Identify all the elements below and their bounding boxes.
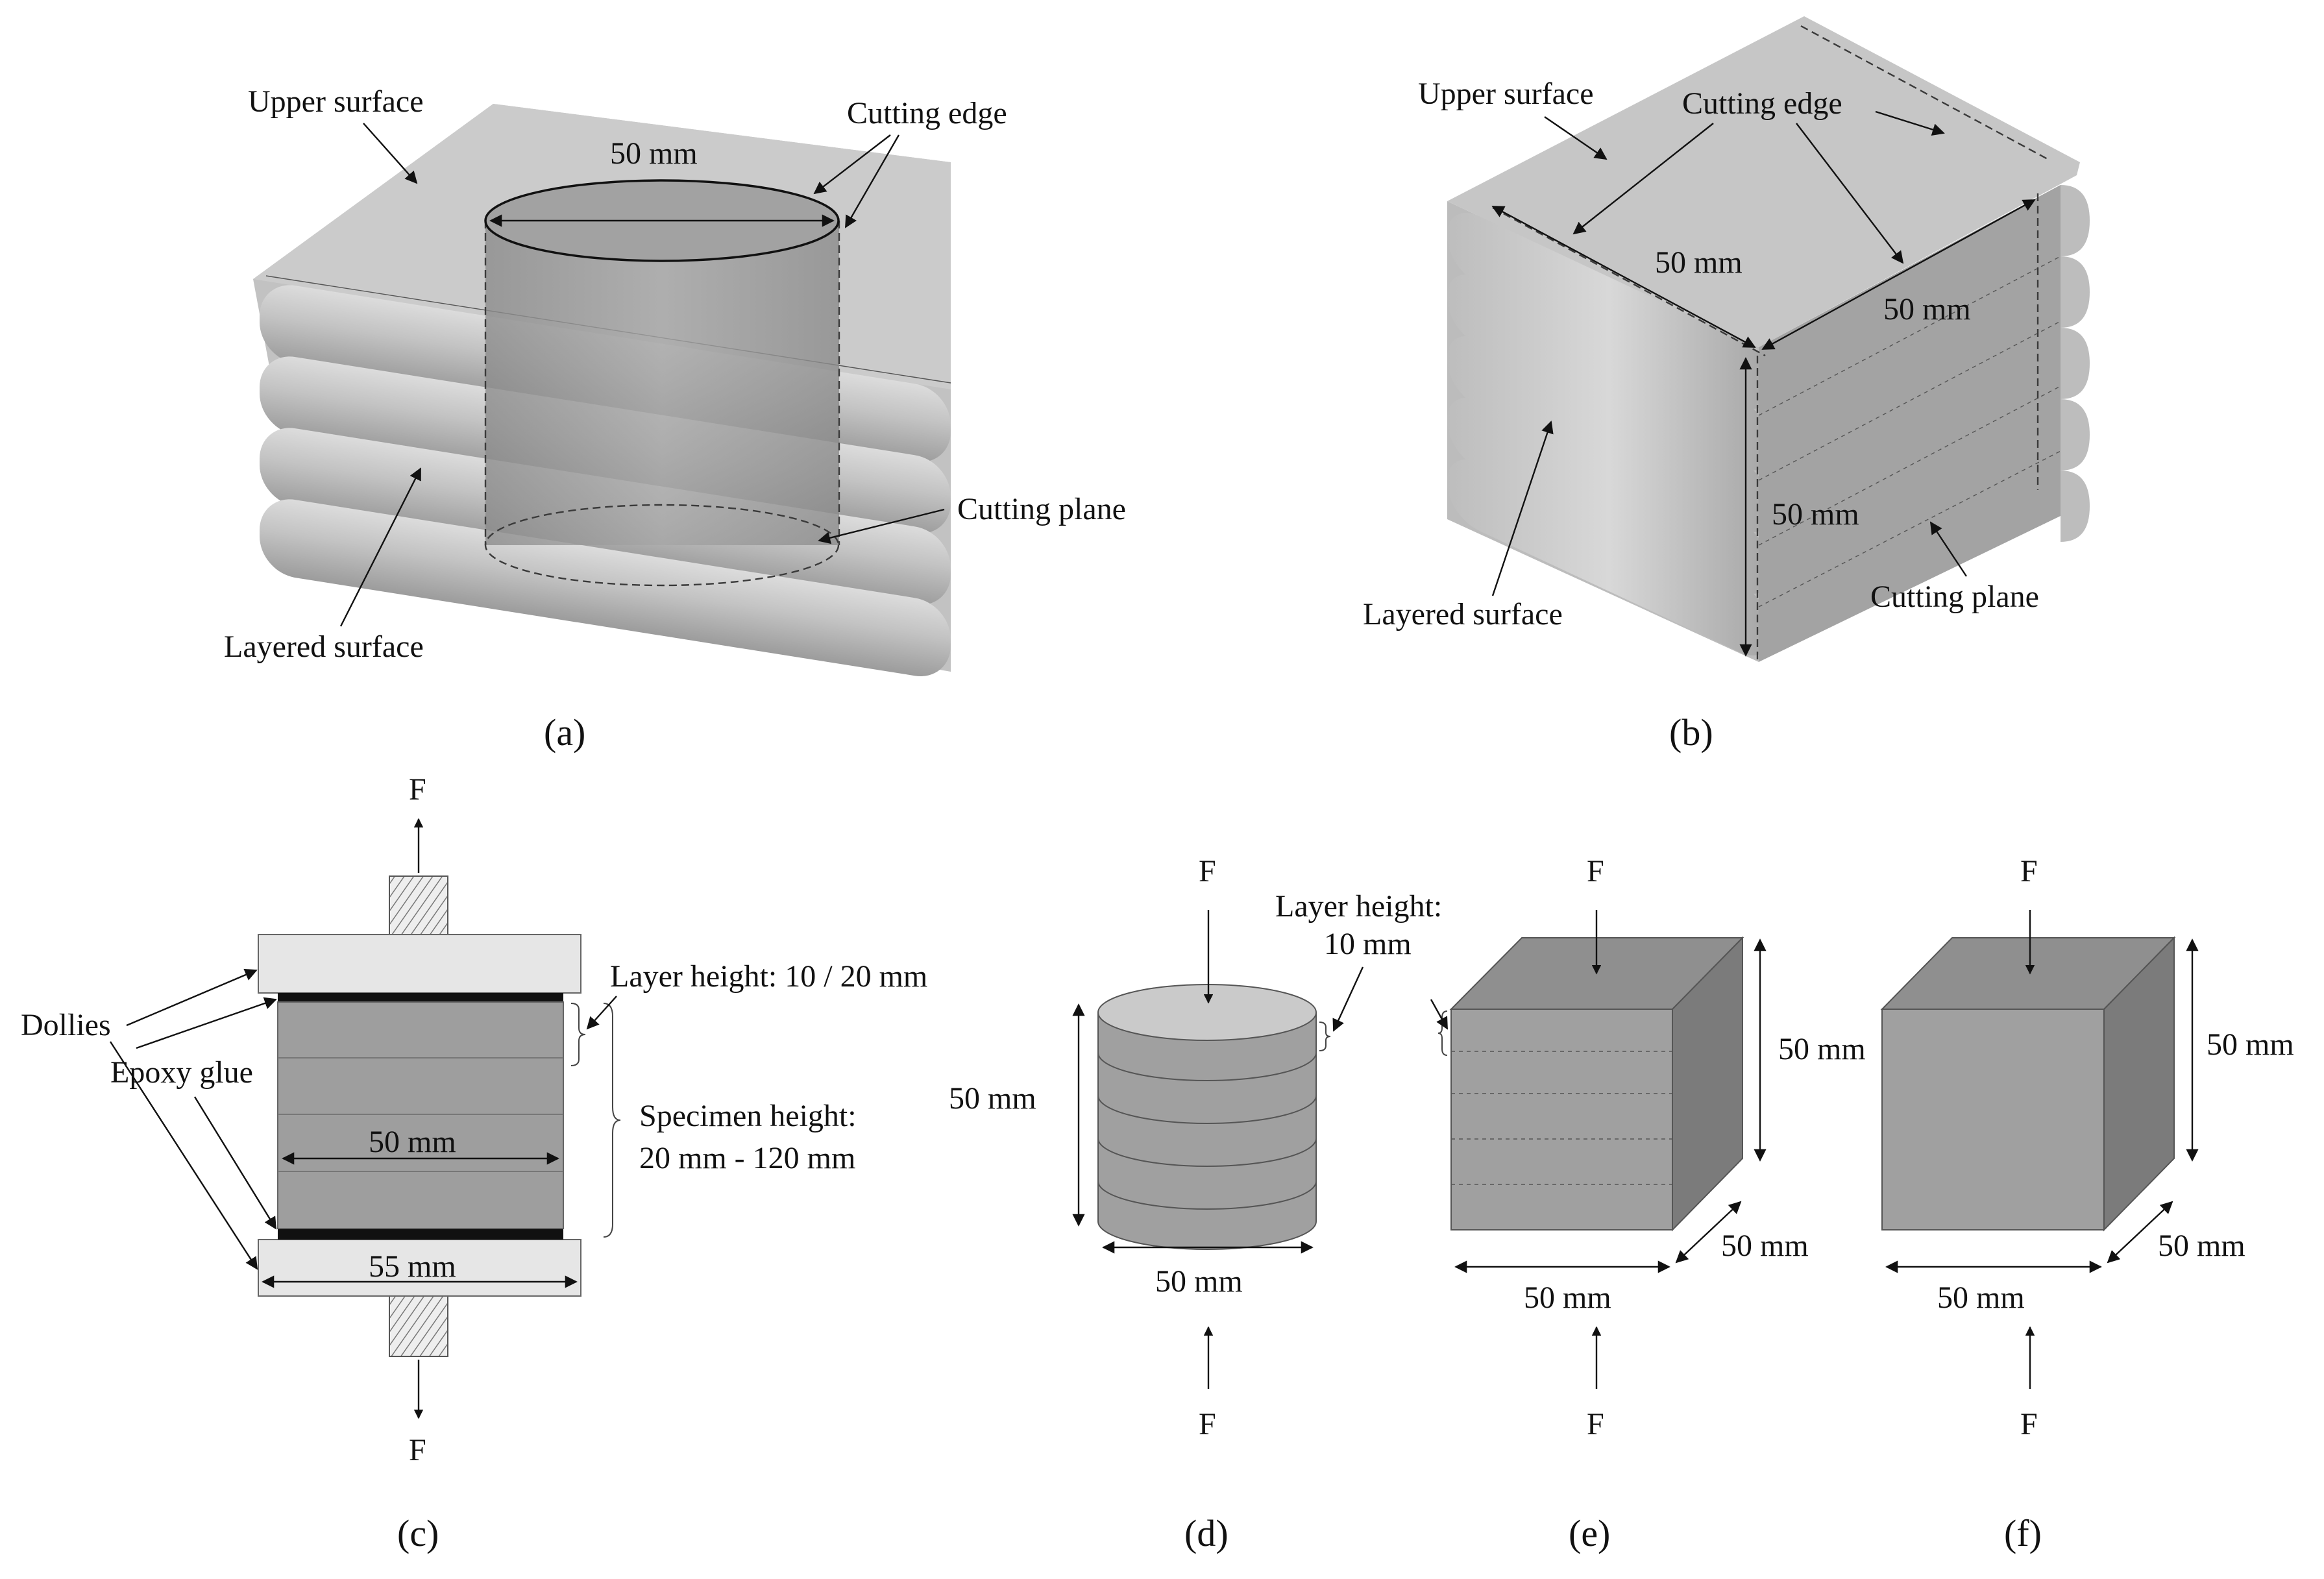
dim-arrow-top-width-b — [1491, 205, 1756, 349]
label-diameter-d: 50 mm — [1155, 1264, 1243, 1299]
panel-e: F F 50 mm 50 mm 50 mm (e) — [1430, 854, 1866, 1554]
dolly-top-c — [258, 934, 581, 994]
label-layer-height-1-d: Layer height: — [1275, 889, 1442, 924]
label-force-top-f: F — [2020, 854, 2038, 888]
label-force-top-e: F — [1587, 854, 1604, 888]
label-force-bottom-f: F — [2020, 1407, 2038, 1441]
label-height-f: 50 mm — [2207, 1027, 2294, 1062]
cube-front-e — [1450, 1009, 1673, 1230]
cylinder-cut-a — [484, 179, 840, 587]
label-force-top-d: F — [1199, 854, 1216, 888]
caption-c: (c) — [397, 1512, 439, 1554]
label-force-bottom-c: F — [409, 1433, 426, 1467]
caption-e: (e) — [1569, 1512, 1610, 1554]
cube-front-f — [1881, 1009, 2105, 1230]
label-specimen-width-c: 50 mm — [369, 1125, 456, 1159]
panel-a: Upper surface 50 mm Cutting edge Cutting… — [224, 84, 1126, 753]
label-upper-surface-b: Upper surface — [1418, 77, 1594, 111]
label-layered-surface-a: Layered surface — [224, 630, 424, 664]
label-dollies-c: Dollies — [21, 1008, 111, 1042]
label-height-b: 50 mm — [1772, 497, 1859, 532]
label-width-e: 50 mm — [1524, 1280, 1611, 1315]
label-height-d: 50 mm — [949, 1081, 1036, 1116]
thread-rod-bottom-c — [389, 1288, 448, 1357]
epoxy-bottom-c — [278, 1229, 563, 1240]
panel-d: F F Layer height: 10 mm 50 mm 50 mm (d) — [949, 854, 1442, 1554]
label-height-e: 50 mm — [1778, 1032, 1866, 1066]
label-force-top-c: F — [409, 772, 426, 807]
panel-f: F F 50 mm 50 mm 50 mm (f) — [1880, 854, 2294, 1554]
caption-d: (d) — [1184, 1512, 1229, 1554]
label-width-f: 50 mm — [1937, 1280, 2025, 1315]
label-specimen-height-1-c: Specimen height: — [639, 1099, 857, 1133]
cylinder-top-d — [1097, 984, 1317, 1041]
caption-f: (f) — [2004, 1512, 2042, 1554]
dim-arrow-depth-e — [1675, 1201, 1742, 1264]
label-layered-surface-b: Layered surface — [1363, 597, 1563, 631]
thread-rod-top-c — [389, 875, 448, 935]
label-diameter-a: 50 mm — [610, 136, 698, 171]
label-layer-height-2-d: 10 mm — [1324, 927, 1412, 961]
dim-arrow-depth-f — [2107, 1201, 2173, 1264]
dim-arrow-depth-b — [1761, 199, 2036, 350]
label-layer-height-c: Layer height: 10 / 20 mm — [610, 959, 927, 994]
cylinder-d — [1097, 984, 1317, 1250]
label-cutting-edge-b: Cutting edge — [1682, 86, 1842, 121]
epoxy-top-c — [278, 993, 563, 1002]
label-depth-f: 50 mm — [2158, 1229, 2245, 1263]
caption-b: (b) — [1669, 711, 1713, 753]
label-epoxy-glue-c: Epoxy glue — [110, 1055, 253, 1090]
label-cutting-edge-a: Cutting edge — [847, 96, 1007, 130]
label-upper-surface-a: Upper surface — [248, 84, 424, 119]
caption-a: (a) — [544, 711, 585, 753]
label-force-bottom-e: F — [1587, 1407, 1604, 1441]
label-cutting-plane-b: Cutting plane — [1870, 580, 2039, 614]
panel-c: F F Layer height: 10 / 20 mm Specimen he… — [21, 772, 927, 1554]
specimen-c — [277, 1001, 564, 1229]
label-depth-e: 50 mm — [1721, 1229, 1809, 1263]
label-force-bottom-d: F — [1199, 1407, 1216, 1441]
panel-b: Upper surface Cutting edge 50 mm 50 mm 5… — [1363, 16, 2090, 753]
label-specimen-height-2-c: 20 mm - 120 mm — [639, 1141, 855, 1175]
label-top-width-b: 50 mm — [1655, 245, 1743, 280]
label-depth-b: 50 mm — [1883, 292, 1971, 326]
label-cutting-plane-a: Cutting plane — [957, 492, 1126, 526]
label-dolly-width-c: 55 mm — [369, 1249, 456, 1284]
